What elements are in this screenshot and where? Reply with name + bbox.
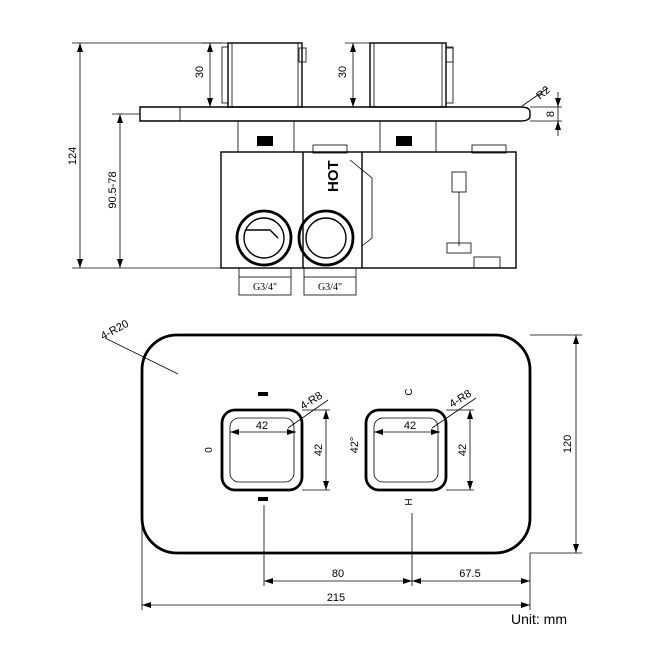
dim-overall-height: 124 (67, 147, 79, 165)
knob-right-edge (445, 46, 454, 104)
dim-plate-thickness: 8 (545, 111, 557, 117)
knob-left-side (227, 42, 303, 108)
knob-left-edge (221, 46, 229, 104)
knob-left-width: 42 (256, 420, 268, 432)
dim-plate-width: 215 (327, 592, 345, 604)
dim-knob-depth-left: 30 (194, 66, 206, 78)
hot-label: HOT (325, 160, 342, 192)
left-mark-bottom (258, 497, 268, 501)
inlet-right (297, 209, 355, 267)
side-view: HOT G3/4" G3/4" 124 90.5-78 (67, 42, 562, 296)
dim-corner-radius: R2 (534, 84, 552, 102)
knob-left-height: 42 (313, 444, 325, 456)
inlet-left (235, 209, 293, 267)
inlet-right-thread: G3/4" (318, 282, 342, 293)
valve-body (220, 151, 517, 269)
knob-left-front (220, 408, 304, 492)
knob-right-side (369, 42, 447, 108)
cover-plate-side (139, 106, 531, 122)
knob-right-height: 42 (457, 444, 469, 456)
knob-right-width: 42 (404, 420, 416, 432)
left-mark-off: 0 (204, 447, 215, 453)
cover-plate-front (140, 333, 532, 555)
unit-label: Unit: mm (511, 611, 567, 627)
dim-plate-height: 120 (562, 435, 574, 453)
left-mark-top (258, 392, 268, 396)
knob-right-front (364, 408, 448, 492)
right-mark-hot: H (404, 498, 415, 505)
knob-right-corner-radius: 4-R8 (447, 388, 474, 411)
plate-corner-radius: 4-R20 (99, 318, 131, 343)
right-mark-cold: C (404, 388, 415, 395)
dim-knob-spacing: 80 (332, 568, 344, 580)
knob-left-corner-radius: 4-R8 (298, 390, 325, 413)
inlet-left-thread: G3/4" (253, 282, 277, 293)
dim-right-offset: 67.5 (459, 568, 480, 580)
front-view: 4-R20 42 4-R8 42 0 42 4-R8 42 42° C H (99, 318, 582, 610)
dim-knob-depth-right: 30 (337, 66, 349, 78)
angle-label: 42° (349, 437, 361, 454)
dim-install-depth: 90.5-78 (107, 171, 119, 208)
